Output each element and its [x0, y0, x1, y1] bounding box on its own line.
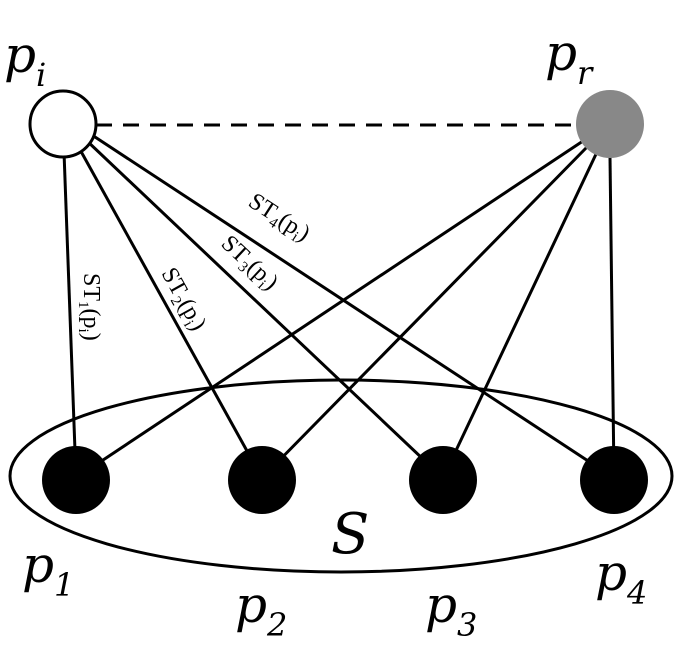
edge-pi-p1: [62, 151, 78, 479]
svg-text:ST1(pi): ST1(pi): [75, 273, 104, 341]
label-pr: pr: [545, 24, 594, 92]
node-p4: [580, 446, 648, 514]
node-p3: [409, 446, 477, 514]
node-p1: [42, 446, 110, 514]
label-p3: p3: [425, 576, 477, 644]
edge-pi-p3: [84, 138, 445, 480]
edge-label-st3: ST3(pi): [214, 230, 283, 297]
edge-pr-p3: [441, 151, 599, 479]
edge-label-st1: ST1(pi): [75, 273, 104, 341]
label-pi: pi: [4, 26, 46, 94]
edge-pr-p2: [260, 144, 590, 480]
label-p4: p4: [595, 544, 647, 612]
set-label: S: [331, 502, 369, 567]
node-p2: [228, 446, 296, 514]
edge-pi-p4: [91, 133, 615, 480]
edge-pr-p4: [608, 156, 616, 479]
node-pr: [576, 90, 644, 158]
edge-pi-p2: [76, 145, 264, 479]
label-p1: p1: [22, 536, 74, 604]
svg-text:ST3(pi): ST3(pi): [214, 230, 283, 297]
node-pi: [28, 89, 98, 159]
edge-pr-p1: [75, 139, 584, 480]
label-p2: p2: [235, 576, 287, 644]
